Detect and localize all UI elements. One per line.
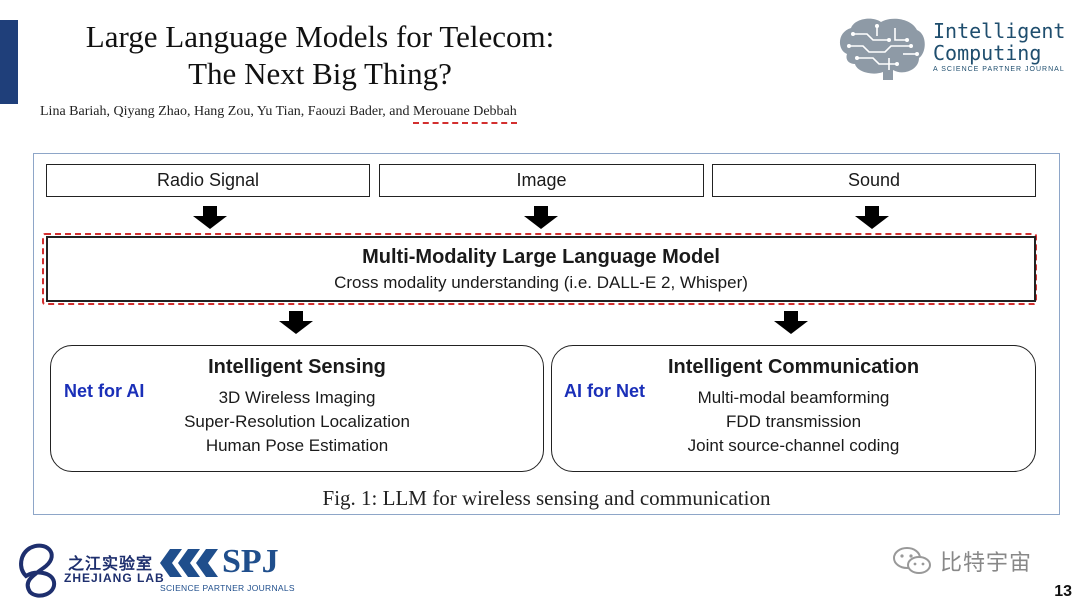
input-box-radio-signal: Radio Signal	[46, 164, 370, 197]
authors-text: Lina Bariah, Qiyang Zhao, Hang Zou, Yu T…	[40, 104, 413, 119]
sensing-item-list: 3D Wireless Imaging Super-Resolution Loc…	[51, 386, 543, 458]
list-item: 3D Wireless Imaging	[218, 388, 376, 407]
net-for-ai-tag: Net for AI	[64, 381, 145, 401]
intelligent-sensing-panel: Net for AI Intelligent Sensing 3D Wirele…	[50, 345, 544, 472]
intelligent-communication-panel: AI for Net Intelligent Communication Mul…	[551, 345, 1036, 472]
llm-highlight-outline	[42, 233, 1037, 305]
journal-name: Intelligent Computing A SCIENCE PARTNER …	[933, 20, 1065, 73]
wechat-account-name: 比特宇宙	[940, 550, 1033, 575]
list-item: Multi-modal beamforming	[697, 388, 890, 407]
journal-name-line-1: Intelligent	[933, 19, 1066, 43]
list-item: Super-Resolution Localization	[184, 412, 410, 431]
journal-tagline: A SCIENCE PARTNER JOURNAL	[933, 66, 1065, 73]
title-line-1: Large Language Models for Telecom:	[85, 19, 555, 54]
wechat-watermark: 比特宇宙	[892, 544, 1032, 578]
panel-title-communication: Intelligent Communication	[667, 356, 920, 378]
spj-logo: SPJ SCIENCE PARTNER JOURNALS	[160, 543, 300, 600]
panel-title-sensing: Intelligent Sensing	[208, 356, 386, 378]
zhejiang-lab-logo: 之江实验室 ZHEJIANG LAB	[16, 540, 164, 600]
wechat-icon	[893, 547, 931, 574]
zhejiang-lab-knot-icon	[19, 543, 57, 598]
spj-tagline: SCIENCE PARTNER JOURNALS	[160, 583, 295, 593]
highlighted-author: Merouane Debbah	[412, 104, 517, 124]
author-list: Lina Bariah, Qiyang Zhao, Hang Zou, Yu T…	[40, 104, 517, 124]
llm-title: Multi-Modality Large Language Model	[362, 246, 720, 268]
spj-mark-icon	[160, 549, 218, 577]
figure-diagram: Radio Signal Image Sound Multi-Modality …	[33, 153, 1060, 515]
slide-title: Large Language Models for Telecom: The N…	[30, 18, 610, 92]
communication-item-list: Multi-modal beamforming FDD transmission…	[552, 386, 1035, 458]
llm-box: Multi-Modality Large Language Model Cros…	[46, 236, 1036, 302]
zhejiang-lab-cn: 之江实验室	[68, 556, 154, 573]
intelligent-computing-logo: Intelligent Computing A SCIENCE PARTNER …	[833, 14, 1065, 84]
ai-for-net-tag: AI for Net	[564, 381, 645, 401]
title-line-2: The Next Big Thing?	[188, 56, 452, 91]
brain-circuit-icon	[839, 18, 925, 80]
list-item: Joint source-channel coding	[687, 436, 900, 455]
list-item: Human Pose Estimation	[205, 436, 389, 455]
figure-caption: Fig. 1: LLM for wireless sensing and com…	[322, 486, 771, 510]
llm-subtitle: Cross modality understanding (i.e. DALL-…	[334, 273, 748, 292]
input-box-sound: Sound	[712, 164, 1036, 197]
zhejiang-lab-en: ZHEJIANG LAB	[64, 571, 165, 585]
list-item: FDD transmission	[725, 412, 862, 431]
page-number: 13	[1054, 583, 1072, 600]
journal-name-line-2: Computing	[933, 41, 1042, 65]
accent-bar	[0, 20, 18, 104]
spj-wordmark: SPJ	[222, 543, 279, 580]
input-box-image: Image	[379, 164, 704, 197]
